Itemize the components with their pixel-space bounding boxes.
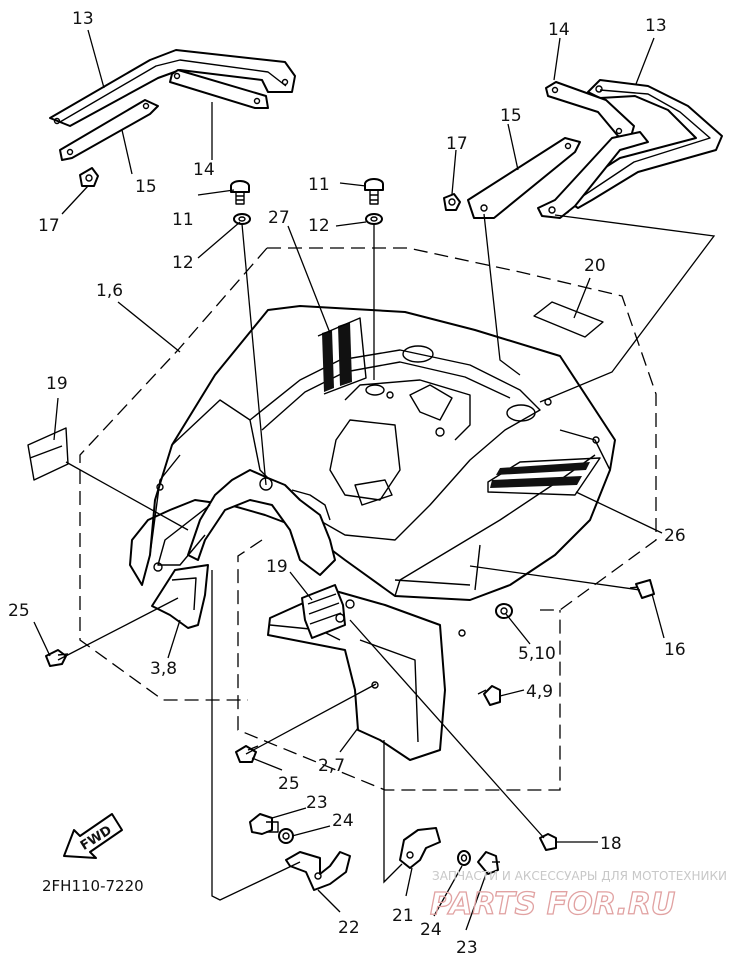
assembly-outline-upper — [79, 247, 657, 701]
watermark: ЗАПЧАСТИ И АКСЕССУАРЫ ДЛЯ МОТОТЕХНИКИ PA… — [429, 869, 727, 923]
callout-16: 16 — [664, 640, 686, 660]
callout-3-8: 3,8 — [150, 659, 177, 679]
callout-4-9: 4,9 — [526, 682, 553, 702]
callout-26: 26 — [664, 526, 686, 546]
callout-18: 18 — [600, 834, 622, 854]
callout-17-left: 17 — [38, 216, 60, 236]
stripe-decal-26 — [487, 457, 601, 496]
callout-19-reflector: 19 — [266, 557, 288, 577]
fwd-arrow-icon: FWD — [63, 813, 123, 859]
callout-15-right: 15 — [500, 106, 522, 126]
bolt-23-left — [249, 813, 279, 835]
stripe-decal-27 — [317, 317, 367, 395]
screw-16 — [629, 579, 655, 599]
callout-14-left: 14 — [193, 160, 215, 180]
callout-1-6: 1,6 — [96, 281, 123, 301]
washer-12-left — [233, 213, 251, 225]
callout-12-left: 12 — [172, 253, 194, 273]
mud-flap-3-8 — [151, 564, 209, 629]
callout-13-right: 13 — [645, 16, 667, 36]
grab-bar-plate-15-right — [467, 137, 581, 219]
nut-17-left — [79, 167, 99, 187]
callout-11-right: 11 — [308, 175, 330, 195]
watermark-caption: ЗАПЧАСТИ И АКСЕССУАРЫ ДЛЯ МОТОТЕХНИКИ — [432, 869, 727, 883]
washer-24-right — [457, 850, 471, 866]
grommet-5-10 — [495, 603, 513, 619]
callout-19-left: 19 — [46, 374, 68, 394]
callout-labels: 13 14 15 17 14 13 15 17 11 12 11 12 1,6 … — [8, 9, 686, 958]
grab-bar-13-right — [562, 79, 723, 214]
assembly-outline-lower — [237, 539, 561, 791]
bolt-11-right — [364, 178, 384, 205]
callout-14-right: 14 — [548, 20, 570, 40]
callout-23-right: 23 — [456, 938, 478, 958]
callout-15-left: 15 — [135, 177, 157, 197]
watermark-brand: PARTS FOR.RU — [430, 887, 675, 922]
rear-fender-body — [129, 305, 616, 637]
collar-4-9 — [477, 685, 501, 706]
callout-24-right: 24 — [420, 920, 442, 940]
grab-bar-plate-14-left — [169, 69, 269, 109]
callout-12-right: 12 — [308, 216, 330, 236]
callout-20: 20 — [584, 256, 606, 276]
diagram-code: 2FH110-7220 — [42, 877, 144, 895]
leader-lines — [33, 29, 716, 931]
bracket-21 — [399, 827, 441, 869]
grab-bar-13-left — [49, 49, 296, 127]
callout-25-lower: 25 — [278, 774, 300, 794]
bolt-23-right — [477, 851, 500, 875]
callout-27: 27 — [268, 208, 290, 228]
callout-5-10: 5,10 — [518, 644, 556, 664]
callout-25-left: 25 — [8, 601, 30, 621]
grab-bar-plate-15-left — [59, 99, 159, 161]
nut-17-right — [443, 193, 461, 211]
bolt-25-left — [45, 649, 69, 667]
lower-flap-2-7 — [267, 584, 446, 761]
washer-24-left — [278, 828, 294, 844]
callout-17-right: 17 — [446, 134, 468, 154]
callout-11-left: 11 — [172, 210, 194, 230]
caution-label-19 — [27, 427, 69, 481]
second-plate-right — [537, 131, 649, 219]
label-sticker-20 — [533, 301, 604, 338]
callout-24-left: 24 — [332, 811, 354, 831]
callout-21: 21 — [392, 906, 414, 926]
callout-13-left: 13 — [72, 9, 94, 29]
callout-23-left: 23 — [306, 793, 328, 813]
bracket-22 — [285, 851, 351, 891]
bolt-11-left — [230, 180, 250, 205]
callout-2-7: 2,7 — [318, 756, 345, 776]
washer-12-right — [365, 213, 383, 225]
callout-22: 22 — [338, 918, 360, 938]
